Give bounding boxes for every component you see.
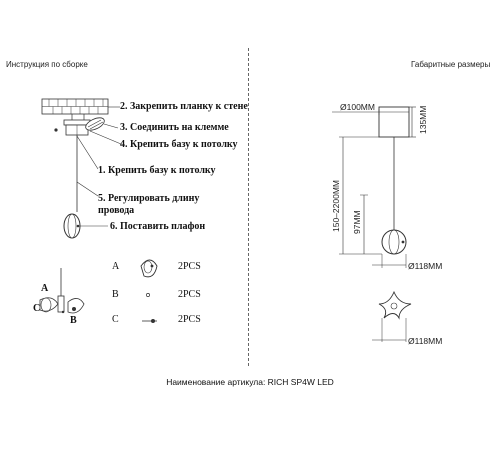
wall-brick-icon [41,98,109,115]
part-b-letter: B [112,289,119,300]
dim-shade-diameter: Ø118MM [408,261,442,271]
canopy-outline [378,106,410,138]
step-2-label: 2. Закрепить планку к стене [120,101,248,112]
step-5-label: 5. Регулировать длину [98,193,200,204]
callout-a: A [41,283,49,294]
center-divider [248,48,249,366]
part-b-screw-icon [146,293,150,297]
part-c-pin-icon [142,319,157,323]
part-b-qty: 2PCS [178,289,201,300]
leader-lines [76,106,122,227]
step-3-label: 3. Соединить на клемме [120,122,229,133]
callout-c: C [33,303,41,314]
part-c-qty: 2PCS [178,314,201,325]
dim-canopy-diameter: Ø100MM [340,102,375,112]
dimensions-title: Габаритные размеры [411,60,491,69]
callout-b: B [70,315,77,326]
top-view-icon [378,290,412,320]
step-6-label: 6. Поставить плафон [110,221,206,232]
part-c-letter: C [112,314,119,325]
dim-shade-height: 97MM [352,210,362,234]
step-5-label-cont: провода [98,205,135,216]
article-name: Наименование артикула: RICH SP4W LED [166,377,334,387]
terminal-block-icon [85,117,105,131]
exploded-lamp-icon [39,268,85,314]
shade-icon [63,213,81,239]
part-a-letter: A [112,261,120,272]
step-1-label: 1. Крепить базу к потолку [98,165,216,176]
assembly-title: Инструкция по сборке [6,60,88,69]
step-4-label: 4. Крепить базу к потолку [120,139,238,150]
dim-shade-icon [381,229,407,255]
part-a-shade-icon [140,259,158,278]
part-a-qty: 2PCS [178,261,201,272]
dim-canopy-height: 135MM [418,106,428,134]
dim-top-view-diameter: Ø118MM [408,336,442,346]
dim-wire-length: 150–2200MM [331,180,341,232]
